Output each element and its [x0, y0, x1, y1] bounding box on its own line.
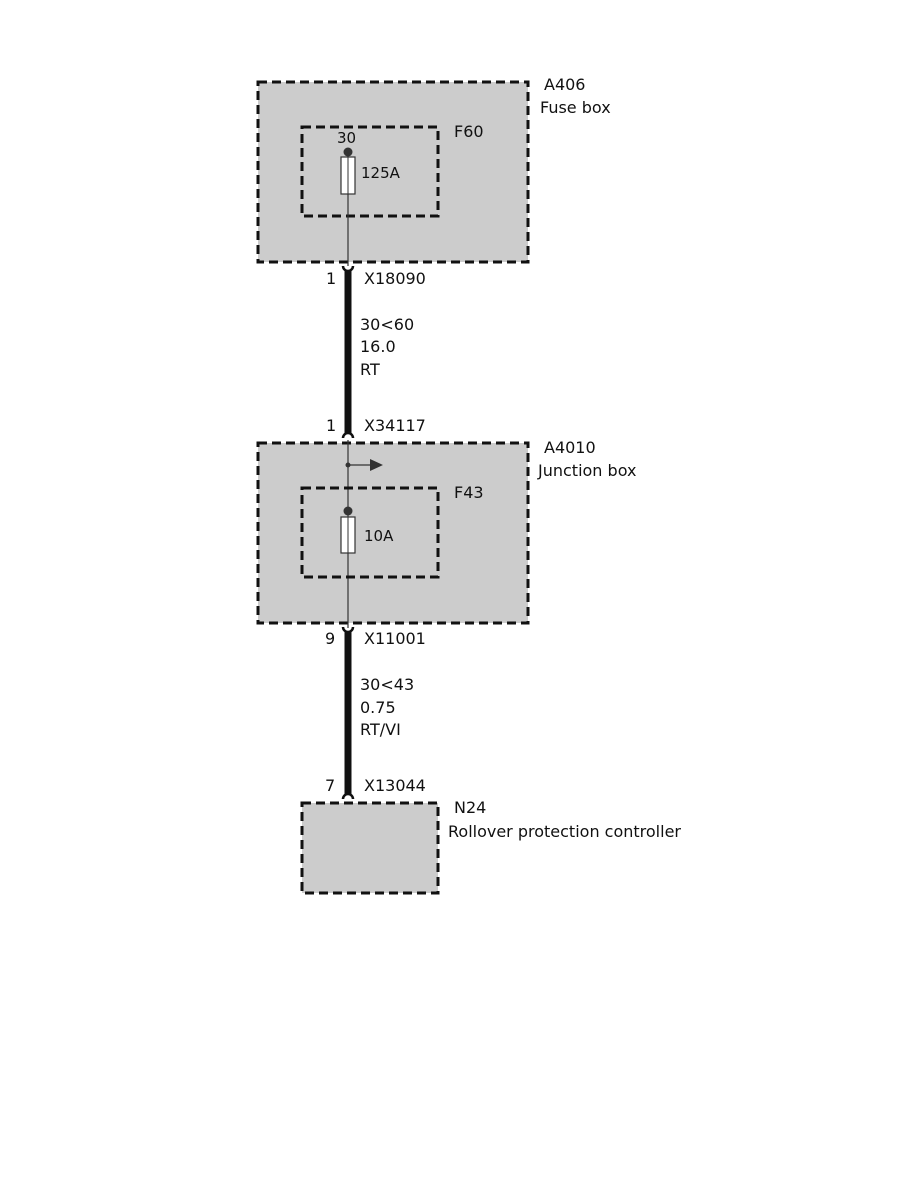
fuse-f60-id: F60 [454, 122, 484, 141]
fuse-box-id: A406 [544, 75, 585, 94]
wire-color: RT/VI [360, 720, 401, 739]
junction-box-outline [256, 441, 530, 625]
connector-x34117: 1 X34117 [326, 416, 426, 439]
junction-box-id: A4010 [544, 438, 596, 457]
connector-pin: 9 [325, 629, 335, 648]
fuse-box-outline [256, 80, 530, 264]
junction-box-name: Junction box [537, 461, 636, 480]
fuse-box-a406: A406 Fuse box F60 30 125A [256, 75, 611, 266]
connector-id: X18090 [364, 269, 426, 288]
fuse-f43-id: F43 [454, 483, 484, 502]
connector-symbol [341, 792, 355, 800]
connector-x11001: 9 X11001 [325, 626, 426, 648]
controller-n24: N24 Rollover protection controller [300, 798, 681, 895]
fuse-f43-rating: 10A [364, 527, 394, 545]
wire-30-43: 30<43 0.75 RT/VI [344, 631, 414, 794]
controller-id: N24 [454, 798, 486, 817]
fuse-f60-rating: 125A [361, 164, 401, 182]
fuse-f60-terminal: 30 [337, 129, 356, 147]
wire-size: 16.0 [360, 337, 396, 356]
fuse-box-name: Fuse box [540, 98, 611, 117]
connector-pin: 1 [326, 416, 336, 435]
controller-outline [300, 801, 440, 895]
connector-x18090: 1 X18090 [326, 265, 426, 288]
connector-x13044: 7 X13044 [325, 776, 426, 800]
wire-30-60: 30<60 16.0 RT [344, 270, 414, 433]
terminal-dot [343, 506, 353, 516]
connector-id: X13044 [364, 776, 426, 795]
wire-circuit: 30<43 [360, 675, 414, 694]
branch-arrow-head [370, 459, 383, 471]
wire-color: RT [360, 360, 380, 379]
connector-id: X34117 [364, 416, 426, 435]
wire-circuit: 30<60 [360, 315, 414, 334]
junction-box-a4010: A4010 Junction box F43 10A [256, 438, 636, 628]
controller-name: Rollover protection controller [448, 822, 681, 841]
connector-pin: 7 [325, 776, 335, 795]
connector-symbol [341, 431, 355, 439]
connector-id: X11001 [364, 629, 426, 648]
connector-pin: 1 [326, 269, 336, 288]
wire-size: 0.75 [360, 698, 396, 717]
